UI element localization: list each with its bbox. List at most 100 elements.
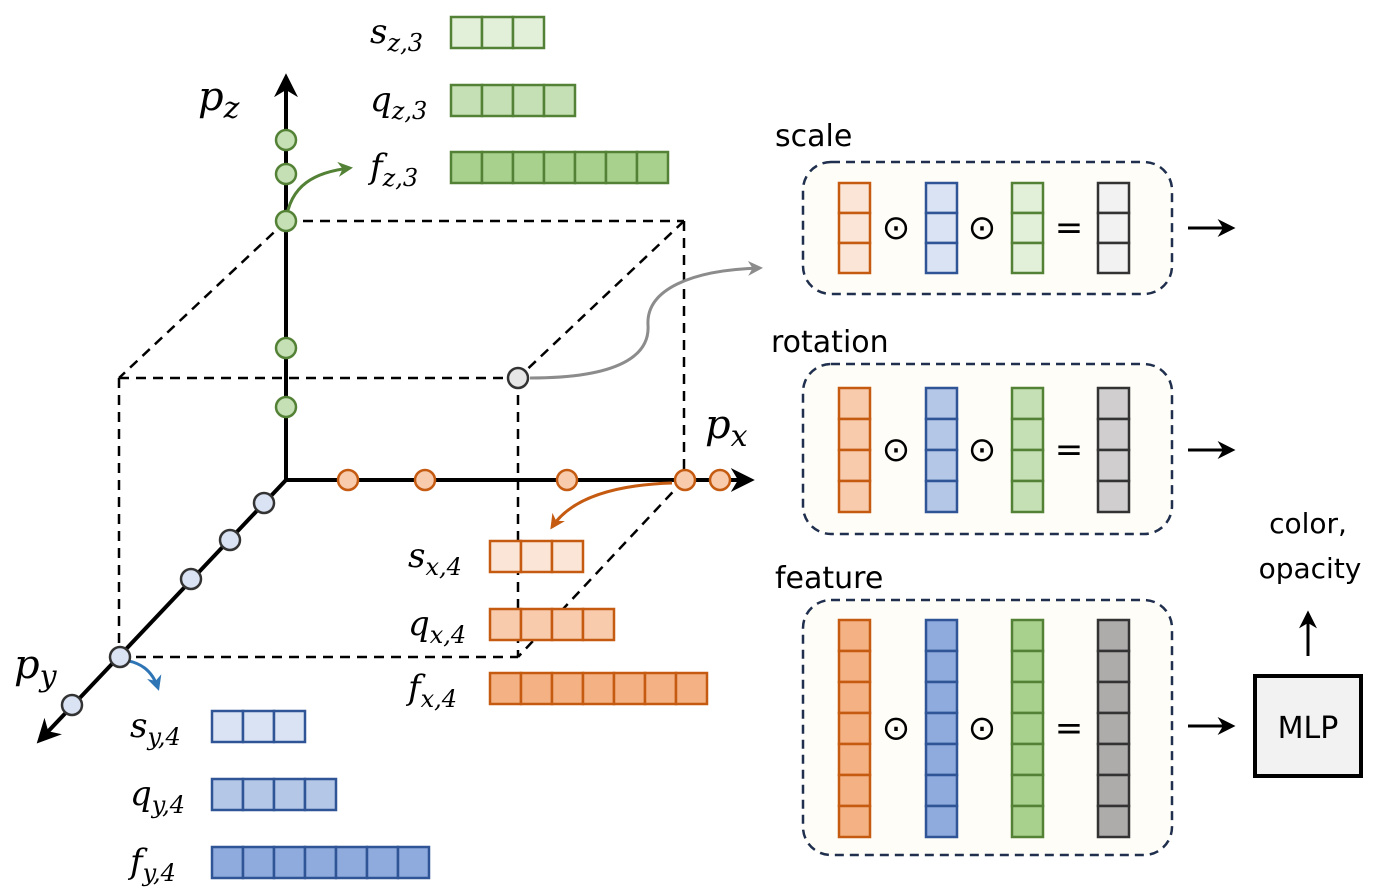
- cube-edge: [517, 220, 685, 379]
- panel-vector-cell: [924, 181, 959, 215]
- vector-cell: [449, 15, 484, 50]
- panel-box: [801, 160, 1174, 296]
- panel-vector-cell: [837, 742, 872, 777]
- vector-cell: [488, 539, 523, 574]
- vector-f-y: fy,4: [127, 842, 431, 887]
- panel-vector-cell: [837, 649, 872, 684]
- panel-vector-cell: [837, 804, 872, 839]
- panel-vector-cell: [1010, 773, 1045, 808]
- panel-vector-cell: [924, 680, 959, 715]
- vector-cell: [511, 15, 546, 50]
- vector-cell: [210, 845, 245, 880]
- vector-f-x: fx,4: [405, 668, 709, 713]
- x-plane-vectors: sx,4qx,4fx,4: [405, 536, 709, 713]
- vector-label: fy,4: [127, 842, 176, 887]
- panel-vector-cell: [837, 181, 872, 215]
- panel-vector-cell: [1096, 773, 1131, 808]
- panel-vector-cell: [924, 742, 959, 777]
- mlp-block: MLP color, opacity: [1253, 507, 1363, 778]
- sample-point: [252, 491, 276, 515]
- attribute-panels: scale⊙⊙=rotation⊙⊙=feature⊙⊙=: [771, 119, 1236, 857]
- panel-vector-cell: [1096, 211, 1131, 245]
- panel-vector-cell: [924, 649, 959, 684]
- vector-cell: [303, 777, 338, 812]
- panel-title: rotation: [771, 325, 889, 360]
- vector-label: fx,4: [405, 668, 457, 713]
- vector-cell: [241, 709, 276, 744]
- panel-vector-cell: [1096, 417, 1131, 452]
- vector-cell: [334, 845, 369, 880]
- x-sample-arrow: [550, 481, 673, 530]
- vector-s-x: sx,4: [408, 536, 585, 581]
- vector-cell: [449, 150, 484, 185]
- z-axis-label: pz: [198, 74, 240, 126]
- sample-point: [218, 528, 242, 552]
- vector-cell: [241, 777, 276, 812]
- vector-cell: [674, 671, 709, 706]
- y-axis: [36, 478, 288, 744]
- equals-operator: =: [1055, 430, 1084, 470]
- output-label-line2: opacity: [1259, 552, 1362, 585]
- vector-cell: [480, 83, 515, 118]
- panel-vector-cell: [1010, 211, 1045, 245]
- panel-box: [801, 598, 1174, 857]
- vector-label: fz,3: [367, 147, 418, 192]
- hadamard-operator: ⊙: [968, 430, 997, 470]
- panel-vector-cell: [1096, 386, 1131, 421]
- panel-vector-cell: [924, 618, 959, 653]
- vector-f-z: fz,3: [367, 147, 670, 192]
- panel-vector-cell: [837, 448, 872, 483]
- vector-cell: [449, 83, 484, 118]
- hadamard-operator: ⊙: [882, 709, 911, 749]
- sample-point: [506, 366, 530, 390]
- panel-vector-cell: [1010, 386, 1045, 421]
- vector-cell: [488, 607, 523, 642]
- panel-vector-cell: [837, 711, 872, 746]
- panel-vector-cell: [1010, 680, 1045, 715]
- vector-cell: [488, 671, 523, 706]
- panel-vector-cell: [1096, 618, 1131, 653]
- panel-rotation: rotation ⊙ ⊙ =: [771, 325, 1236, 536]
- vector-cell: [635, 150, 670, 185]
- vector-q-y: qy,4: [130, 774, 338, 819]
- panel-vector-cell: [924, 211, 959, 245]
- y-plane-vectors: sy,4qy,4fy,4: [127, 706, 431, 887]
- panel-vector-cell: [1010, 181, 1045, 215]
- vector-cell: [480, 150, 515, 185]
- panel-vector-cell: [1096, 804, 1131, 839]
- panel-vector-cell: [837, 211, 872, 245]
- vector-cell: [550, 671, 585, 706]
- z-plane-vectors: sz,3qz,3fz,3: [367, 12, 670, 192]
- hadamard-operator: ⊙: [882, 430, 911, 470]
- panel-vector-cell: [837, 479, 872, 514]
- vector-s-z: sz,3: [370, 12, 546, 57]
- panel-vector-cell: [1010, 241, 1045, 275]
- panel-vector-cell: [1010, 711, 1045, 746]
- panel-vector-cell: [1010, 742, 1045, 777]
- vector-cell: [210, 777, 245, 812]
- vector-cell: [396, 845, 431, 880]
- panel-vector-cell: [837, 618, 872, 653]
- vector-cell: [612, 671, 647, 706]
- vector-cell: [542, 150, 577, 185]
- vector-cell: [241, 845, 276, 880]
- vector-cell: [519, 671, 554, 706]
- sample-point: [673, 468, 697, 492]
- panel-feature: feature⊙⊙=: [775, 561, 1236, 857]
- y-axis-label: py: [14, 642, 58, 694]
- panel-vector-cell: [1096, 479, 1131, 514]
- vector-cell: [550, 607, 585, 642]
- vector-cell: [303, 845, 338, 880]
- vector-label: sx,4: [408, 536, 462, 581]
- hadamard-operator: ⊙: [968, 208, 997, 248]
- sample-point: [274, 395, 298, 419]
- x-axis-label: px: [705, 402, 748, 454]
- vector-cell: [643, 671, 678, 706]
- panel-vector-cell: [924, 241, 959, 275]
- panel-vector-cell: [837, 773, 872, 808]
- cube-edge: [118, 220, 287, 379]
- equals-operator: =: [1055, 709, 1084, 749]
- dashed-cube: [117, 219, 686, 659]
- panel-vector-cell: [1096, 680, 1131, 715]
- sample-point: [274, 128, 298, 152]
